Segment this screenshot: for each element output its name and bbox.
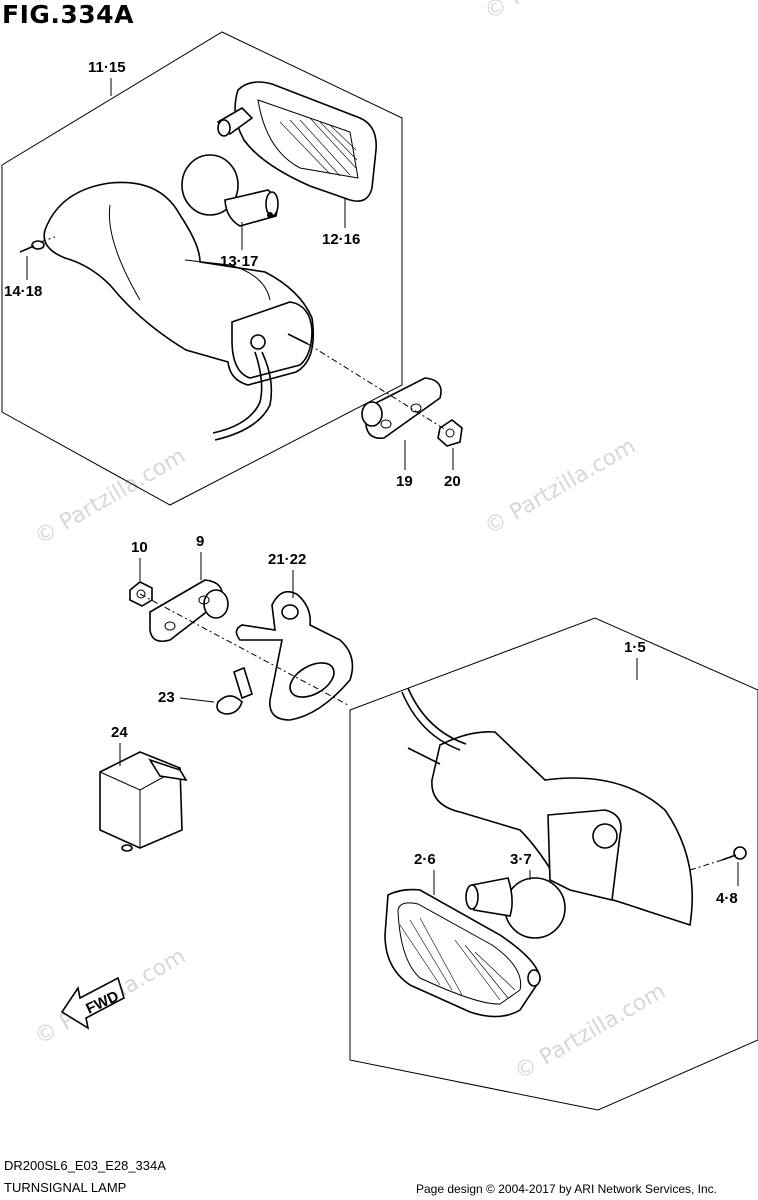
- screw-14-18[interactable]: [19, 236, 56, 253]
- gasket-19[interactable]: [361, 377, 442, 440]
- bolt-23[interactable]: [216, 666, 253, 715]
- svg-text:12·16: 12·16: [322, 231, 360, 248]
- callout-2-6[interactable]: 2·6: [414, 851, 436, 895]
- callout-20[interactable]: 20: [444, 448, 461, 490]
- svg-text:24: 24: [111, 724, 128, 741]
- callout-13-17[interactable]: 13·17: [220, 222, 258, 270]
- upper-assembly-box: [1, 31, 403, 506]
- svg-text:4·8: 4·8: [716, 890, 738, 907]
- svg-text:14·18: 14·18: [4, 283, 42, 300]
- svg-text:1·5: 1·5: [624, 639, 646, 656]
- callout-11-15[interactable]: 11·15: [88, 59, 126, 96]
- gasket-9[interactable]: [149, 579, 229, 643]
- callout-24[interactable]: 24: [111, 724, 128, 766]
- svg-text:13·17: 13·17: [220, 253, 258, 270]
- callout-4-8[interactable]: 4·8: [716, 862, 739, 907]
- svg-text:23: 23: [158, 689, 175, 706]
- upper-lens-12-16[interactable]: [216, 81, 377, 202]
- svg-text:20: 20: [444, 473, 461, 490]
- callout-3-7[interactable]: 3·7: [510, 851, 532, 880]
- callout-10[interactable]: 10: [131, 539, 148, 582]
- svg-text:21·22: 21·22: [268, 551, 306, 568]
- upper-bulb-13-17[interactable]: [181, 154, 279, 227]
- lower-housing[interactable]: [401, 687, 693, 927]
- lower-bulb-3-7[interactable]: [465, 877, 566, 939]
- watermark-5: © Partzilla.com: [511, 979, 671, 1086]
- callout-12-16[interactable]: 12·16: [322, 198, 360, 248]
- svg-text:10: 10: [131, 539, 148, 556]
- relay-24[interactable]: [99, 751, 188, 852]
- callout-21-22[interactable]: 21·22: [268, 551, 306, 598]
- lower-lens-2-6[interactable]: [384, 888, 541, 1018]
- upper-housing[interactable]: [43, 181, 315, 441]
- model-code: DR200SL6_E03_E28_334A: [4, 1158, 166, 1173]
- callout-1-5[interactable]: 1·5: [624, 639, 646, 680]
- callout-9[interactable]: 9: [196, 533, 204, 580]
- callout-19[interactable]: 19: [396, 440, 413, 490]
- svg-text:3·7: 3·7: [510, 851, 532, 868]
- figure-title: FIG.334A: [2, 0, 134, 29]
- callout-23[interactable]: 23: [158, 689, 215, 706]
- section-name: TURNSIGNAL LAMP: [4, 1180, 127, 1195]
- copyright-credit: Page design © 2004-2017 by ARI Network S…: [416, 1182, 718, 1196]
- nut-20[interactable]: [437, 419, 463, 447]
- watermark-4: © Partzilla.com: [481, 0, 641, 25]
- screw-4-8[interactable]: [689, 846, 747, 871]
- svg-text:2·6: 2·6: [414, 851, 436, 868]
- watermark-1: © Partzilla.com: [31, 444, 191, 551]
- callout-14-18[interactable]: 14·18: [4, 256, 42, 300]
- svg-text:9: 9: [196, 533, 204, 550]
- lower-assembly-box: [349, 617, 758, 1111]
- svg-text:11·15: 11·15: [88, 59, 126, 76]
- svg-text:19: 19: [396, 473, 413, 490]
- watermark-2: © Partzilla.com: [481, 434, 641, 541]
- bracket-21-22[interactable]: [235, 590, 354, 721]
